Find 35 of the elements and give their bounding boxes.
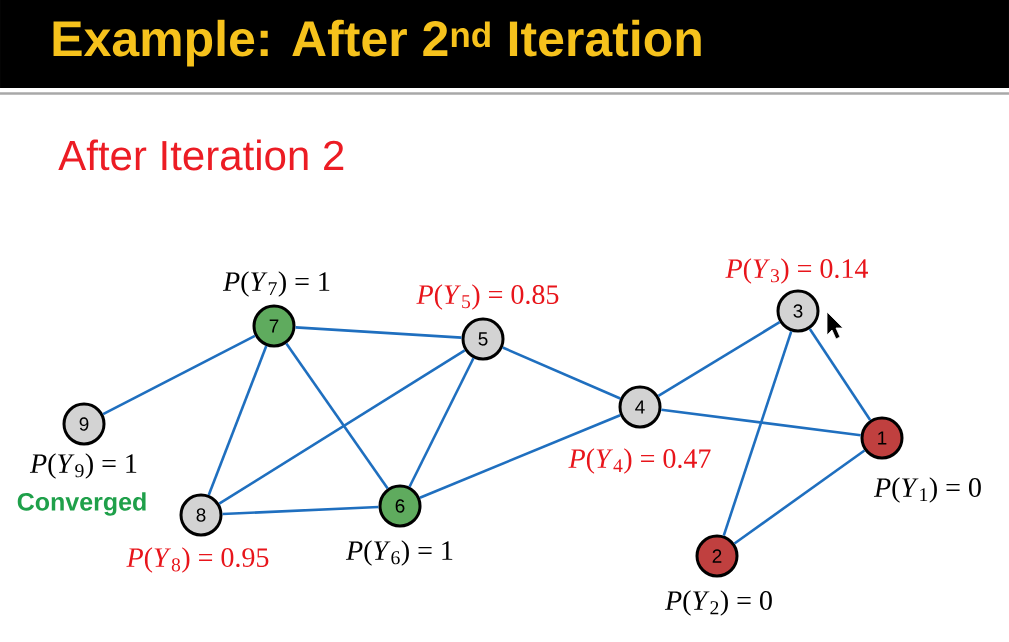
edge-line bbox=[502, 346, 621, 400]
probability-label: P(Y$_{6}$) = 1 bbox=[345, 540, 453, 566]
edge-line bbox=[218, 349, 466, 505]
title-banner: Example: After 2$^{nd}$ Iteration bbox=[0, 0, 1009, 88]
graph-node: 7 bbox=[252, 304, 296, 348]
graph-node: 6 bbox=[378, 484, 422, 528]
edge-line bbox=[733, 449, 866, 545]
edge-line bbox=[285, 342, 389, 490]
probability-label: P(Y$_{2}$) = 0 bbox=[664, 590, 772, 616]
graph-node: 1 bbox=[860, 416, 904, 460]
graph-node: 4 bbox=[618, 385, 662, 429]
graph-node: 9 bbox=[62, 402, 106, 446]
status-label: Converged bbox=[17, 492, 146, 516]
graph-node: 3 bbox=[776, 289, 820, 333]
probability-label: P(Y$_{7}$) = 1 bbox=[222, 271, 330, 297]
edge-line bbox=[102, 334, 256, 416]
probability-label: P(Y$_{5}$) = 0.85 bbox=[416, 284, 559, 310]
probability-label: P(Y$_{3}$) = 0.14 bbox=[725, 258, 868, 284]
edge-line bbox=[661, 408, 861, 437]
graph-node: 2 bbox=[695, 534, 739, 578]
edge-line bbox=[657, 321, 781, 397]
edge-line bbox=[222, 505, 379, 516]
graph-node: 8 bbox=[179, 493, 223, 537]
graph-node: 5 bbox=[461, 317, 505, 361]
edge-line bbox=[722, 331, 793, 536]
edge-line bbox=[408, 357, 475, 488]
edge-line bbox=[295, 326, 462, 339]
subtitle: After Iteration 2 bbox=[58, 139, 344, 171]
edge-line bbox=[808, 328, 872, 421]
edge-line bbox=[207, 345, 268, 496]
probability-label: P(Y$_{4}$) = 0.47 bbox=[568, 448, 711, 474]
probability-label: P(Y$_{9}$) = 1 bbox=[29, 453, 137, 479]
probability-label: P(Y$_{8}$) = 0.95 bbox=[126, 547, 269, 573]
edge-line bbox=[419, 414, 621, 499]
probability-label: P(Y$_{1}$) = 0 bbox=[873, 477, 981, 503]
